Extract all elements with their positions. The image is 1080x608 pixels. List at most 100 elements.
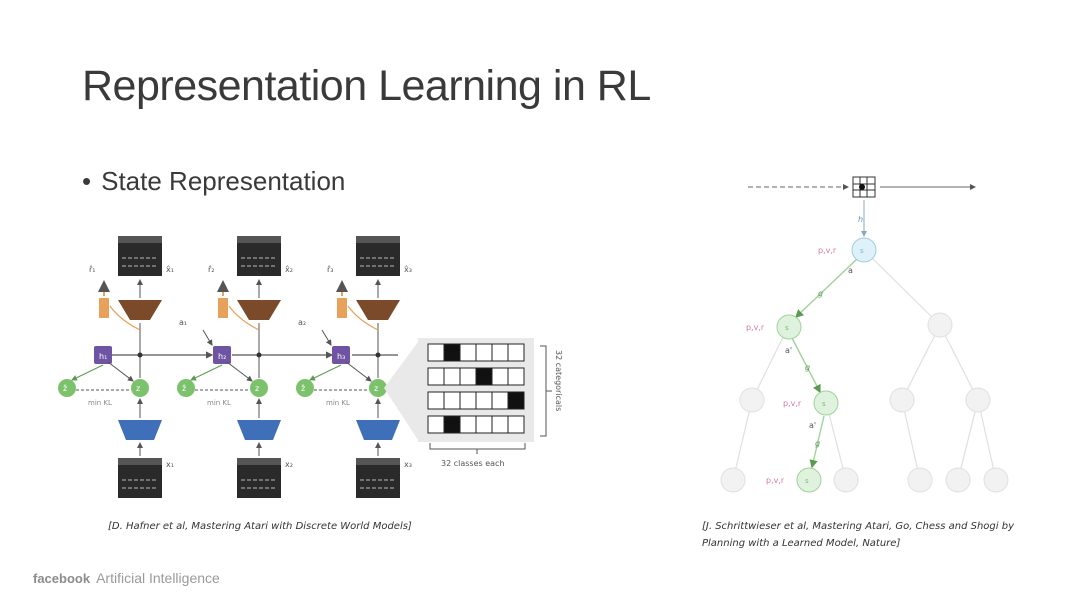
category-cell [427, 391, 445, 410]
reward-bar-1 [99, 298, 109, 318]
h-node-3 [332, 346, 350, 364]
decoder-trapezoid-3 [356, 300, 400, 320]
bullet-text: State Representation [101, 166, 346, 196]
action-label-a: a [848, 266, 853, 275]
zhat-node-2 [177, 379, 195, 397]
category-cell [475, 415, 493, 434]
board-icon [852, 176, 876, 198]
category-cell [507, 391, 525, 410]
zhat-label-1: ẑ [63, 384, 67, 393]
step-1: r̂₁ x̂₁ x₁ h₁ z ẑ min KL [58, 236, 174, 498]
h-node-1 [94, 346, 112, 364]
g-label-1: g [818, 289, 823, 298]
zhat-node-1 [58, 379, 76, 397]
h-label-1: h₁ [99, 352, 107, 361]
xhat-label-2: x̂₂ [285, 264, 293, 274]
category-cell [443, 343, 461, 362]
categoricals-label: 32 categoricals [554, 350, 563, 411]
h-fn-label: h [858, 215, 863, 224]
facebook-logo: facebook [33, 571, 91, 586]
zhat-label-3: ẑ [301, 384, 305, 393]
root-node-label: s [860, 247, 864, 255]
category-cell [507, 415, 525, 434]
category-cell [475, 367, 493, 386]
category-cell [507, 343, 525, 362]
kl-label-1: min KL [88, 399, 112, 407]
category-cell [459, 415, 477, 434]
kl-label-3: min KL [326, 399, 350, 407]
a-label-3: a₂ [298, 318, 306, 327]
dreamer-diagram: r̂₁ x̂₁ x₁ h₁ z ẑ min KL [58, 236, 563, 498]
pvr-label-1: p,v,r [746, 323, 765, 332]
node-depth-3 [796, 467, 822, 493]
xhat-label-3: x̂₃ [404, 264, 412, 274]
reward-bar-3 [337, 298, 347, 318]
h-node-2 [213, 346, 231, 364]
z-label-1: z [136, 384, 140, 393]
bullet-dot: • [82, 166, 92, 196]
x-label-3: x₃ [404, 460, 412, 469]
kl-label-2: min KL [207, 399, 231, 407]
h-label-2: h₂ [218, 352, 226, 361]
node-depth-2 [813, 390, 839, 416]
category-cell [491, 391, 509, 410]
a-label-2: a₁ [179, 318, 187, 327]
category-cell [491, 415, 509, 434]
category-cell [427, 367, 445, 386]
node-3-label: s [805, 477, 809, 485]
h-label-3: h₃ [337, 352, 345, 361]
rhat-label-3: r̂₃ [327, 264, 334, 274]
rhat-label-2: r̂₂ [208, 264, 215, 274]
category-cell [427, 415, 445, 434]
category-cell [443, 367, 461, 386]
action-label-a-prime-2: a' [809, 421, 816, 430]
caption-left: [D. Hafner et al, Mastering Atari with D… [108, 521, 412, 532]
z-node-1 [131, 379, 149, 397]
muzero-diagram: h [720, 176, 1009, 493]
z-label-2: z [255, 384, 259, 393]
x-label-1: x₁ [166, 460, 174, 469]
categorical-grid [427, 343, 525, 434]
category-cell [475, 391, 493, 410]
caption-right: [J. Schrittwieser et al, Mastering Atari… [702, 521, 1014, 549]
rhat-label-1: r̂₁ [89, 264, 96, 274]
decoder-trapezoid-2 [237, 300, 281, 320]
encoder-trapezoid-1 [118, 420, 162, 440]
zhat-label-2: ẑ [182, 384, 186, 393]
encoder-trapezoid-3 [356, 420, 400, 440]
x-label-2: x₂ [285, 460, 293, 469]
tree-edges-faint [732, 249, 997, 481]
decoder-trapezoid-1 [118, 300, 162, 320]
category-cell [427, 343, 445, 362]
category-cell [459, 391, 477, 410]
root-node [851, 237, 877, 263]
bullet-state-representation: • State Representation [82, 166, 345, 197]
node-1-label: s [785, 324, 789, 332]
z-node-2 [250, 379, 268, 397]
category-cell [475, 343, 493, 362]
category-cell [491, 367, 509, 386]
action-label-a-prime-1: a' [785, 346, 792, 355]
g-label-2: g [805, 363, 810, 372]
zhat-node-3 [296, 379, 314, 397]
step-2: a₁ r̂₂ x̂₂ x₂ h₂ z ẑ min KL [177, 236, 293, 498]
classes-label: 32 classes each [441, 459, 505, 468]
tree-nodes-faint [720, 312, 1009, 493]
z-node-3 [369, 379, 387, 397]
z-label-3: z [374, 384, 378, 393]
slide-title: Representation Learning in RL [82, 62, 651, 110]
node-2-label: s [822, 400, 826, 408]
reward-bar-2 [218, 298, 228, 318]
pvr-label-3: p,v,r [766, 476, 785, 485]
category-cell [443, 415, 461, 434]
category-cell [491, 343, 509, 362]
category-cell [443, 391, 461, 410]
node-depth-1 [776, 314, 802, 340]
g-label-3: g [815, 439, 820, 448]
pvr-label-root: p,v,r [818, 246, 837, 255]
category-cell [459, 343, 477, 362]
category-cell [507, 367, 525, 386]
step-3: a₂ r̂₃ x̂₃ x₃ h₃ z ẑ min KL [296, 236, 412, 498]
category-cell [459, 367, 477, 386]
